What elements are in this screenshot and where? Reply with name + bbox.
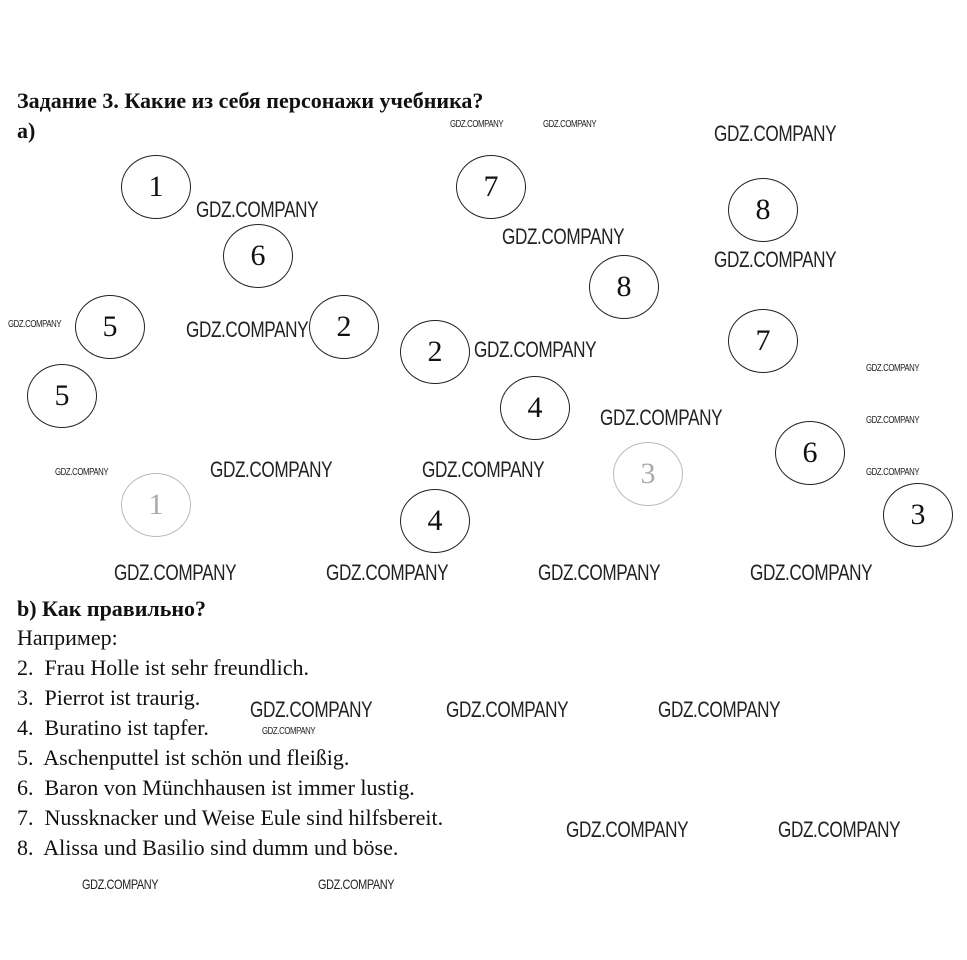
number-circle-faded: 3 (613, 442, 683, 506)
watermark: GDZ.COMPANY (210, 457, 333, 482)
watermark: GDZ.COMPANY (502, 224, 625, 249)
watermark: GDZ.COMPANY (538, 560, 661, 585)
answer-line: 2. Frau Holle ist sehr freundlich. (17, 655, 309, 681)
watermark-small: GDZ.COMPANY (450, 119, 504, 130)
answer-text: Frau Holle ist sehr freundlich. (44, 655, 310, 680)
watermark: GDZ.COMPANY (778, 817, 901, 842)
number-circle: 5 (75, 295, 145, 359)
answer-line: 6. Baron von Münchhausen ist immer lusti… (17, 775, 415, 801)
watermark-small: GDZ.COMPANY (866, 363, 920, 374)
watermark-small: GDZ.COMPANY (866, 467, 920, 478)
answer-line: 5. Aschenputtel ist schön und fleißig. (17, 745, 349, 771)
answer-line: 3. Pierrot ist traurig. (17, 685, 200, 711)
number-circle-faded: 1 (121, 473, 191, 537)
number-circle: 3 (883, 483, 953, 547)
part-a-label: a) (17, 118, 36, 143)
watermark: GDZ.COMPANY (658, 697, 781, 722)
part-b-label: b) Как правильно? (17, 596, 207, 621)
watermark: GDZ.COMPANY (600, 405, 723, 430)
number-circle: 8 (589, 255, 659, 319)
answer-line: 8. Alissa und Basilio sind dumm und böse… (17, 835, 398, 861)
watermark: GDZ.COMPANY (250, 697, 373, 722)
watermark: GDZ.COMPANY (566, 817, 689, 842)
watermark-small: GDZ.COMPANY (8, 319, 62, 330)
number-circle: 1 (121, 155, 191, 219)
answer-text: Pierrot ist traurig. (44, 685, 201, 710)
number-circle: 2 (309, 295, 379, 359)
answer-text: Aschenputtel ist schön und fleißig. (43, 745, 350, 770)
answer-number: 8. (17, 835, 34, 860)
watermark: GDZ.COMPANY (714, 121, 837, 146)
number-circle: 4 (400, 489, 470, 553)
number-circle: 2 (400, 320, 470, 384)
watermark: GDZ.COMPANY (326, 560, 449, 585)
watermark-small: GDZ.COMPANY (262, 726, 316, 737)
answer-text: Nussknacker und Weise Eule sind hilfsber… (44, 805, 444, 830)
answer-text: Alissa und Basilio sind dumm und böse. (43, 835, 399, 860)
watermark-small: GDZ.COMPANY (866, 415, 920, 426)
example-label: Например: (17, 625, 118, 650)
watermark-small: GDZ.COMPANY (543, 119, 597, 130)
number-circle: 7 (456, 155, 526, 219)
answer-number: 2. (17, 655, 34, 680)
answer-number: 3. (17, 685, 34, 710)
watermark: GDZ.COMPANY (750, 560, 873, 585)
watermark: GDZ.COMPANY (196, 197, 319, 222)
answer-text: Baron von Münchhausen ist immer lustig. (44, 775, 415, 800)
watermark: GDZ.COMPANY (114, 560, 237, 585)
answer-text: Buratino ist tapfer. (44, 715, 209, 740)
number-circle: 6 (775, 421, 845, 485)
answer-line: 4. Buratino ist tapfer. (17, 715, 209, 741)
watermark-small: GDZ.COMPANY (318, 876, 395, 892)
watermark-small: GDZ.COMPANY (55, 467, 109, 478)
watermark: GDZ.COMPANY (186, 317, 309, 342)
watermark: GDZ.COMPANY (474, 337, 597, 362)
answer-number: 7. (17, 805, 34, 830)
watermark: GDZ.COMPANY (422, 457, 545, 482)
task-title: Задание 3. Какие из себя персонажи учебн… (17, 88, 484, 113)
number-circle: 5 (27, 364, 97, 428)
number-circle: 8 (728, 178, 798, 242)
answer-number: 5. (17, 745, 34, 770)
answer-number: 6. (17, 775, 34, 800)
number-circle: 4 (500, 376, 570, 440)
answer-line: 7. Nussknacker und Weise Eule sind hilfs… (17, 805, 443, 831)
answer-number: 4. (17, 715, 34, 740)
watermark: GDZ.COMPANY (446, 697, 569, 722)
number-circle: 7 (728, 309, 798, 373)
watermark-small: GDZ.COMPANY (82, 876, 159, 892)
watermark: GDZ.COMPANY (714, 247, 837, 272)
number-circle: 6 (223, 224, 293, 288)
